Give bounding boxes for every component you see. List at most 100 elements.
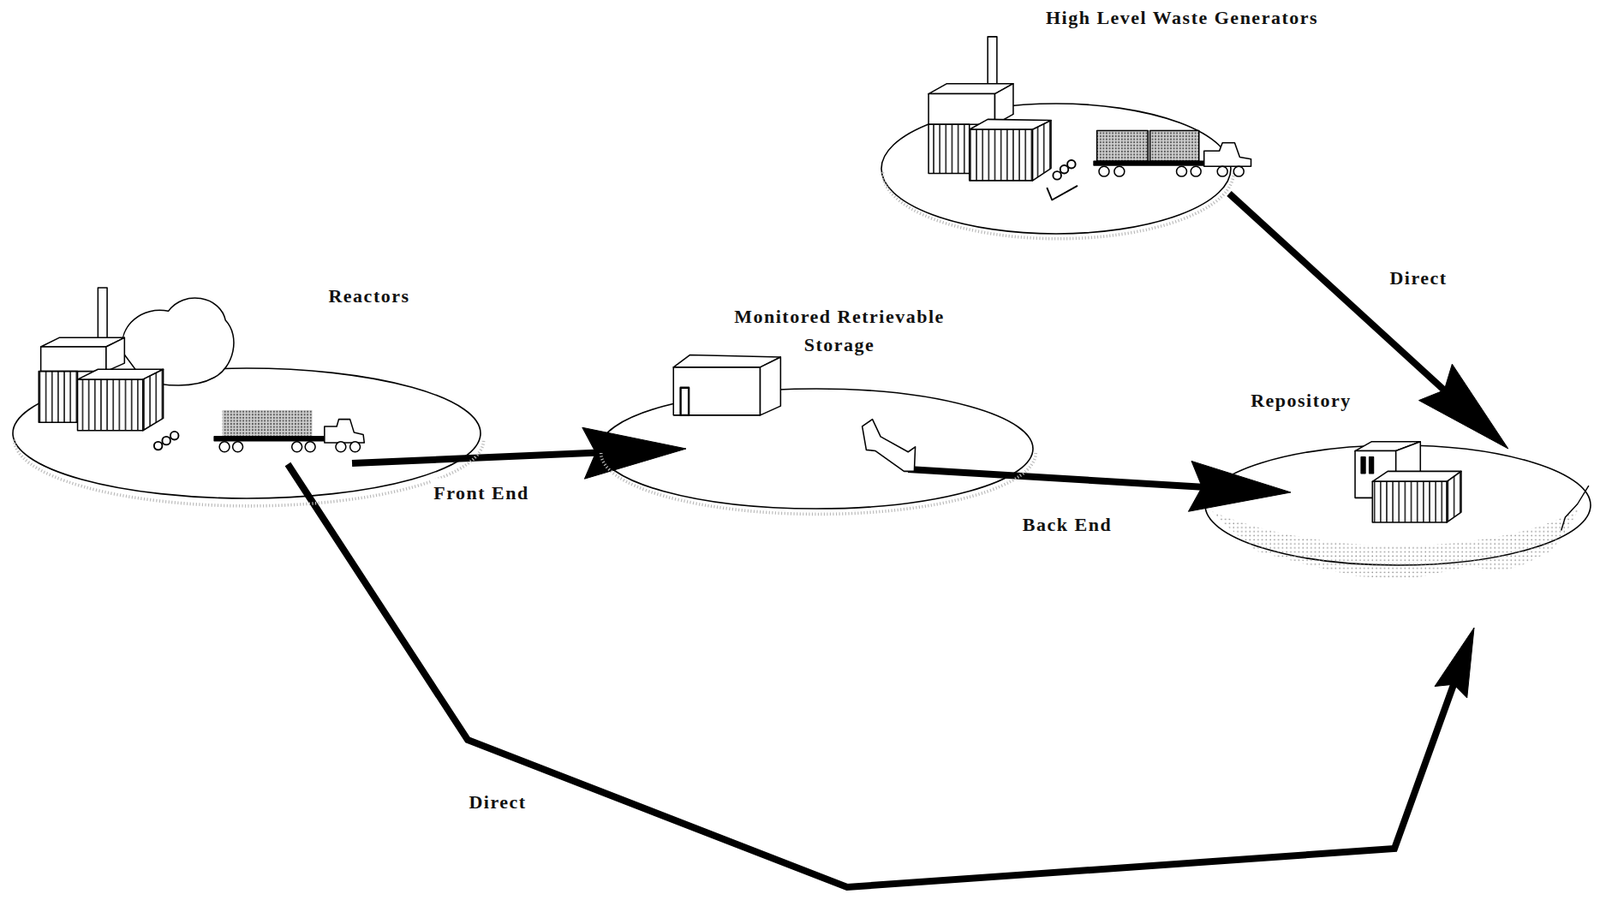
reactor-truck-part <box>304 441 316 453</box>
waste-truck-part <box>1233 166 1244 177</box>
site-outline <box>1204 444 1592 567</box>
reactor-building-part <box>77 379 144 431</box>
reactor-truck-part <box>214 436 329 442</box>
reactor-truck-part <box>232 441 244 453</box>
ground-shadow-part <box>882 172 1234 239</box>
site-outline <box>11 367 482 500</box>
waste-truck-part <box>1176 166 1188 177</box>
reactor-building-part <box>38 371 78 424</box>
chain-symbol-part <box>170 431 180 441</box>
reactor-truck-part <box>350 441 361 453</box>
arrow-shaft <box>907 469 1220 489</box>
ground-shadow-part <box>601 453 1036 514</box>
arrow-shaft <box>1229 193 1457 403</box>
transfer-machine <box>862 419 916 472</box>
reactor-truck-part <box>219 441 230 453</box>
site-heading: High Level Waste Generators <box>1045 3 1319 32</box>
storage-building <box>673 355 781 416</box>
flow-arrow <box>287 464 1475 888</box>
arrow-head <box>582 427 687 479</box>
storage-building-part <box>760 357 782 416</box>
reactor-truck-part <box>222 410 313 437</box>
reactor-building-part <box>106 337 125 371</box>
arrow-head <box>1188 460 1291 512</box>
chain-symbol-part <box>161 436 171 446</box>
repository-building-part <box>1446 471 1462 523</box>
ground-shadow-part <box>1561 485 1589 531</box>
waste-truck <box>1093 130 1251 177</box>
transfer-machine-part <box>862 419 916 472</box>
flow-arrow <box>352 427 687 479</box>
ground-shadow-part <box>14 439 484 506</box>
reactor-truck-part <box>335 441 347 453</box>
site-node: Reactors <box>11 367 482 500</box>
repository-building-part <box>1361 457 1366 474</box>
crane-symbol <box>1046 160 1078 200</box>
repository-building-part <box>1355 451 1397 499</box>
waste-plant-building-part <box>928 124 970 174</box>
site-outline <box>880 102 1232 235</box>
waste-truck-part <box>1114 166 1125 177</box>
site-heading: Monitored Retrievable Storage <box>710 302 968 359</box>
flow-label: Direct <box>465 788 529 817</box>
site-ellipse <box>1205 445 1591 566</box>
site-outline <box>598 388 1034 510</box>
site-ellipse <box>12 368 481 499</box>
reactor-cloud <box>121 298 234 386</box>
flow-arrow <box>907 460 1291 512</box>
waste-truck-part <box>1093 161 1208 166</box>
site-ellipse <box>881 103 1231 234</box>
arrow-shaft <box>287 464 1458 888</box>
waste-truck-part <box>1097 130 1149 162</box>
site-node: High Level Waste Generators <box>880 102 1232 235</box>
reactor-truck-part <box>292 441 303 453</box>
waste-plant-building-part <box>995 83 1014 126</box>
crane-symbol-part <box>1046 185 1078 201</box>
waste-truck-part <box>1150 130 1200 162</box>
chain-symbol <box>154 431 180 450</box>
waste-plant-building-part <box>987 36 998 101</box>
waste-plant-building-part <box>969 129 1033 181</box>
waste-truck-part <box>1190 166 1201 177</box>
storage-building-part <box>673 355 781 368</box>
flow-label: Back End <box>1020 510 1115 539</box>
chain-symbol-part <box>154 441 163 451</box>
reactor-truck-part <box>324 419 365 443</box>
waste-truck-part <box>1217 166 1228 177</box>
crane-symbol-part <box>1052 171 1062 180</box>
reactor-building-part <box>41 337 126 347</box>
repository-building-part <box>1396 441 1421 489</box>
arrow-head <box>1434 627 1475 699</box>
repository-building <box>1355 441 1462 523</box>
flow-arrow <box>1229 193 1509 449</box>
flow-label: Direct <box>1386 263 1450 293</box>
crane-symbol-part <box>1067 160 1076 169</box>
reactor-building-part <box>97 287 108 349</box>
repository-building-part <box>1372 481 1447 523</box>
site-heading: Reactors <box>328 281 410 311</box>
site-node: Repository <box>1204 444 1592 567</box>
reactor-truck <box>214 410 365 453</box>
repository-building-part <box>1369 457 1374 474</box>
site-ellipse <box>599 388 1033 509</box>
waste-plant-building-part <box>928 83 1014 95</box>
ground-shadow <box>14 172 1589 580</box>
reactor-cloud-part <box>121 298 234 386</box>
repository-building-part <box>1372 471 1462 482</box>
reactor-building <box>38 287 163 431</box>
flow-label: Front End <box>430 478 532 508</box>
waste-truck-part <box>1204 143 1252 167</box>
site-node: Monitored Retrievable Storage <box>598 388 1034 510</box>
reactor-building-part <box>41 346 107 372</box>
arrow-shaft <box>352 452 615 464</box>
waste-truck-part <box>1098 166 1110 177</box>
waste-plant-building-part <box>969 119 1051 130</box>
reactor-building-part <box>143 369 164 430</box>
site-heading: Repository <box>1250 386 1352 415</box>
arrow-head <box>1419 364 1509 449</box>
crane-symbol-part <box>1060 165 1069 174</box>
ground-shadow-part <box>1209 507 1580 580</box>
